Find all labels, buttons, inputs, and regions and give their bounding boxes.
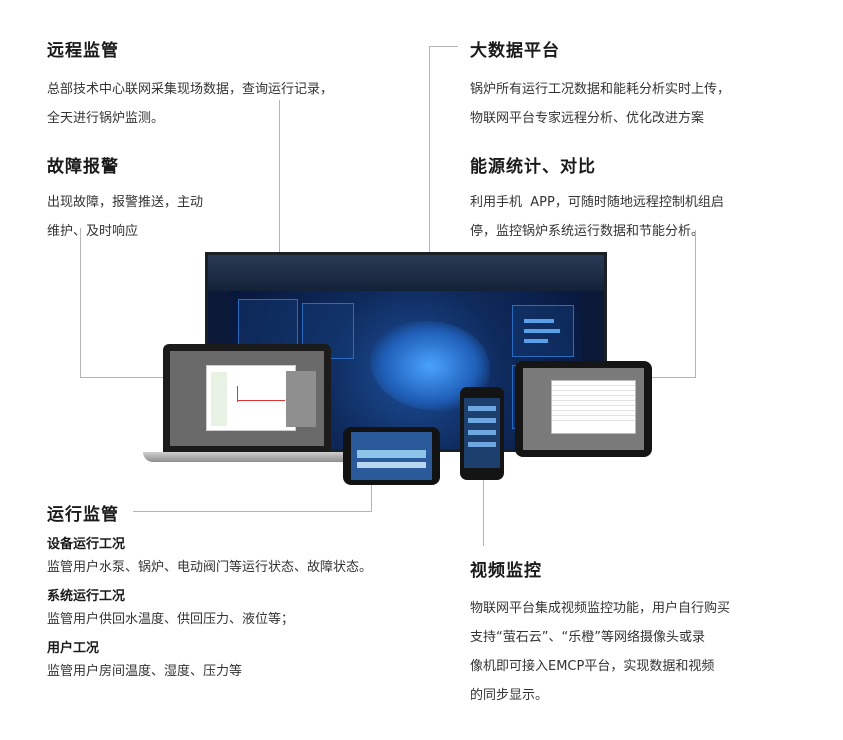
tablet-landscape [343, 427, 440, 485]
table-row [552, 411, 635, 416]
laptop-screen [170, 351, 324, 446]
section-energy-statistics: 能源统计、对比 利用手机 APP，可随时随地远程控制机组启 停，监控锅炉系统运行… [470, 152, 800, 246]
description-line: 全天进行锅炉监测。 [47, 111, 165, 126]
description-line: 像机即可接入EMCP平台，实现数据和视频 [470, 659, 715, 674]
connector-line [695, 230, 696, 378]
laptop-base [143, 452, 353, 462]
item-text: 监管用户房间温度、湿度、压力等 [47, 664, 243, 679]
table-row [552, 386, 635, 391]
building-graphic [286, 371, 316, 427]
connector-line [648, 377, 696, 378]
equipment-row [357, 450, 426, 458]
list-row [468, 418, 496, 423]
section-remote-monitoring: 远程监管 总部技术中心联网采集现场数据，查询运行记录， 全天进行锅炉监测。 [47, 36, 407, 133]
description-line: 利用手机 APP，可随时随地远程控制机组启 [470, 195, 724, 210]
table-row [552, 381, 635, 386]
table-row [552, 416, 635, 421]
dialog-sidebar [211, 372, 227, 426]
chart-bar [524, 329, 560, 333]
connector-line [279, 100, 280, 268]
description-line: 物联网平台专家远程分析、优化改进方案 [470, 111, 705, 126]
connector-line [430, 46, 458, 47]
item-text: 监管用户水泵、锅炉、电动阀门等运行状态、故障状态。 [47, 560, 373, 575]
section-description: 出现故障，报警推送，主动 维护、及时响应 [47, 188, 287, 246]
chart-line [237, 400, 285, 401]
section-operation-monitoring: 运行监管 设备运行工况 监管用户水泵、锅炉、电动阀门等运行状态、故障状态。 系统… [47, 500, 417, 689]
section-description: 物联网平台集成视频监控功能，用户自行购买 支持“萤石云”、“乐橙”等网络摄像头或… [470, 594, 790, 710]
list-row [468, 430, 496, 435]
laptop [163, 344, 331, 452]
table-row [552, 406, 635, 411]
section-title: 能源统计、对比 [470, 157, 596, 177]
chart-dialog [206, 365, 296, 431]
section-title: 运行监管 [47, 505, 119, 525]
item-subtitle: 用户工况 [47, 641, 100, 656]
section-title: 大数据平台 [470, 41, 560, 61]
description-line: 锅炉所有运行工况数据和能耗分析实时上传， [470, 82, 731, 97]
table-row [552, 396, 635, 401]
tablet-screen [523, 368, 644, 450]
table-row [552, 391, 635, 396]
connector-line [133, 511, 371, 512]
phone-screen [464, 398, 500, 468]
description-line: 维护、及时响应 [47, 224, 139, 239]
section-big-data-platform: 大数据平台 锅炉所有运行工况数据和能耗分析实时上传， 物联网平台专家远程分析、优… [470, 36, 810, 133]
section-description: 锅炉所有运行工况数据和能耗分析实时上传， 物联网平台专家远程分析、优化改进方案 [470, 75, 810, 133]
section-title: 视频监控 [470, 561, 542, 581]
chart-bar [524, 339, 548, 343]
section-description: 利用手机 APP，可随时随地远程控制机组启 停，监控锅炉系统运行数据和节能分析。 [470, 188, 800, 246]
chart-line [237, 386, 238, 402]
connector-line [371, 474, 372, 512]
section-description: 总部技术中心联网采集现场数据，查询运行记录， 全天进行锅炉监测。 [47, 75, 407, 133]
equipment-row [357, 462, 426, 468]
section-title: 远程监管 [47, 41, 119, 61]
description-line: 停，监控锅炉系统运行数据和节能分析。 [470, 224, 705, 239]
description-line: 总部技术中心联网采集现场数据，查询运行记录， [47, 82, 334, 97]
tablet-screen [351, 432, 432, 480]
list-row [468, 442, 496, 447]
item-subtitle: 设备运行工况 [47, 537, 126, 552]
section-fault-alarm: 故障报警 出现故障，报警推送，主动 维护、及时响应 [47, 152, 287, 246]
description-line: 支持“萤石云”、“乐橙”等网络摄像头或录 [470, 630, 705, 645]
connector-line [80, 377, 178, 378]
chart-bar [524, 319, 554, 323]
smartphone [460, 387, 504, 480]
item-subtitle: 系统运行工况 [47, 589, 126, 604]
item-text: 监管用户供回水温度、供回压力、液位等； [47, 612, 295, 627]
display-frame [208, 255, 604, 291]
table-row [552, 401, 635, 406]
list-row [468, 406, 496, 411]
description-line: 的同步显示。 [470, 688, 549, 703]
description-line: 出现故障，报警推送，主动 [47, 195, 204, 210]
connector-line [429, 46, 430, 268]
data-table-dialog [551, 380, 636, 434]
section-video-surveillance: 视频监控 物联网平台集成视频监控功能，用户自行购买 支持“萤石云”、“乐橙”等网… [470, 556, 790, 710]
connector-line [80, 228, 81, 378]
tablet [515, 361, 652, 457]
section-title: 故障报警 [47, 157, 119, 177]
connector-line [483, 476, 484, 546]
description-line: 物联网平台集成视频监控功能，用户自行购买 [470, 601, 731, 616]
